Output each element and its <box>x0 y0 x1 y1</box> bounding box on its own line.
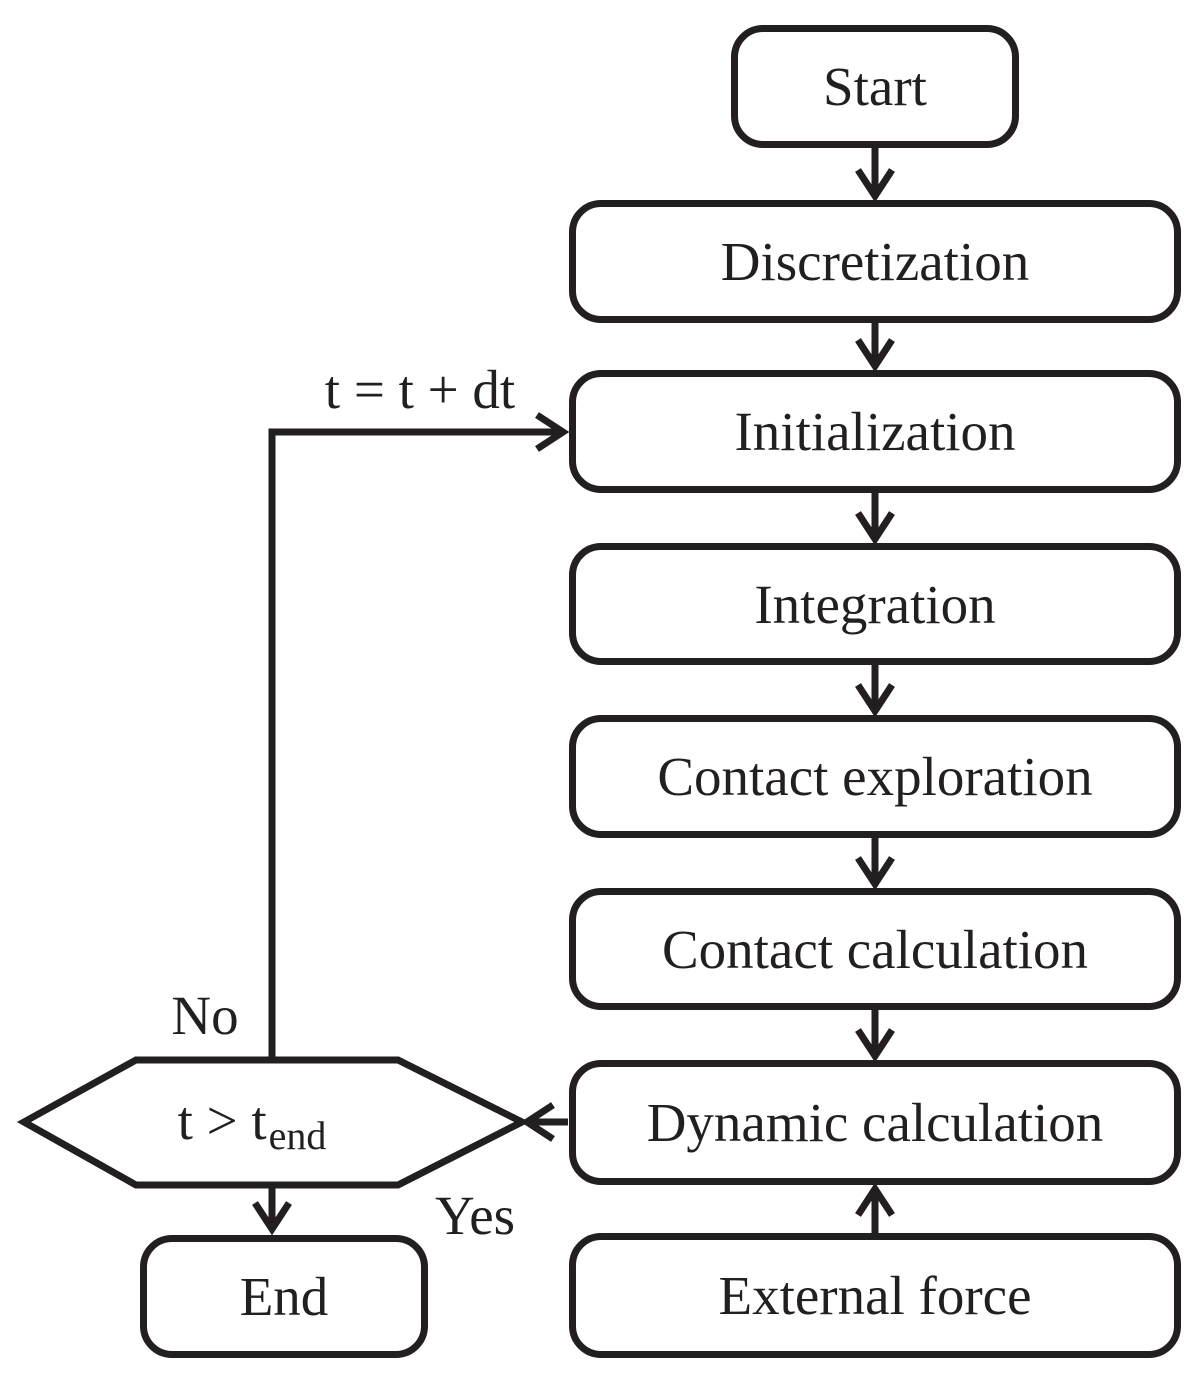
decision-condition-subscript: end <box>268 1113 327 1158</box>
edge-loop-decision-initialization <box>268 412 570 1060</box>
node-end-label: End <box>239 1266 329 1327</box>
node-initialization-label: Initialization <box>734 401 1016 462</box>
node-start-label: Start <box>823 56 927 117</box>
node-dynamic-calculation: Dynamic calculation <box>569 1060 1181 1185</box>
node-contact-calculation: Contact calculation <box>569 888 1181 1010</box>
node-end: End <box>140 1235 428 1358</box>
node-external-force: External force <box>569 1233 1181 1358</box>
node-start: Start <box>731 25 1019 148</box>
loop-increment-label: t = t + dt <box>324 359 516 420</box>
branch-no-label: No <box>171 985 239 1046</box>
node-integration: Integration <box>569 543 1181 665</box>
branch-yes-label: Yes <box>434 1185 516 1246</box>
node-integration-label: Integration <box>754 573 996 635</box>
node-dynamic-calculation-label: Dynamic calculation <box>646 1092 1104 1153</box>
node-contact-exploration: Contact exploration <box>569 715 1181 838</box>
node-contact-calculation-label: Contact calculation <box>661 918 1089 980</box>
node-initialization: Initialization <box>569 370 1181 493</box>
node-discretization-label: Discretization <box>720 231 1030 292</box>
node-external-force-label: External force <box>718 1265 1032 1326</box>
node-contact-exploration-label: Contact exploration <box>657 746 1093 807</box>
node-discretization: Discretization <box>569 200 1181 323</box>
decision-condition: t > t <box>177 1089 267 1151</box>
decision-hexagon <box>16 1056 530 1189</box>
